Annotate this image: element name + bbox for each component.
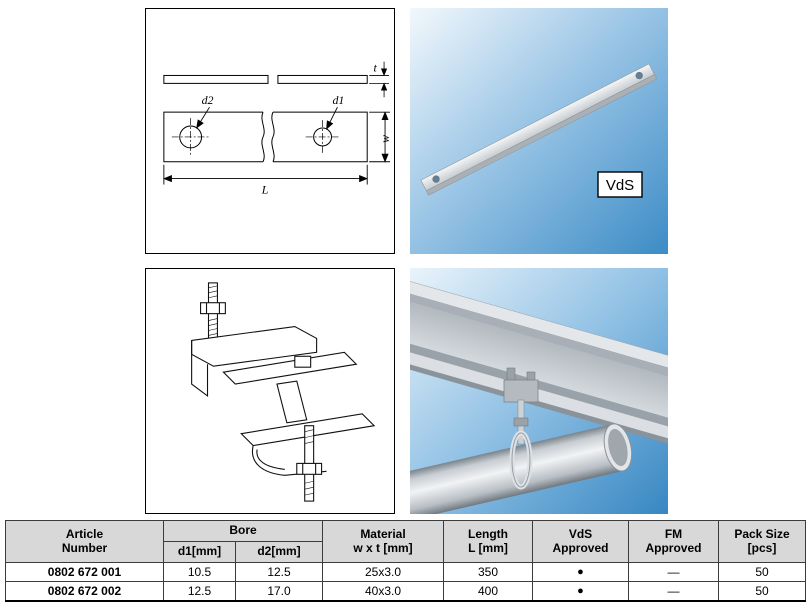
header-length-line2: L [mm] [468,540,508,555]
upper-nut [200,302,226,315]
cell-vds-approved: ● [532,581,629,601]
flat-bar-drawing: d2 d1 t w L [162,60,392,196]
header-vds-line2: Approved [552,540,609,555]
header-material: Material w x t [mm] [322,520,444,563]
header-pack-size: Pack Size [pcs] [718,520,806,563]
label-d2: d2 [202,93,214,107]
t-dimension [369,61,390,98]
clamp-claw [191,340,209,398]
vds-badge: VdS [597,171,643,198]
header-bore: Bore [163,520,323,542]
lower-nut [296,462,323,475]
table-row: 0802 672 002 12.5 17.0 40x3.0 400 ● — 50 [5,581,806,601]
header-fm-line2: Approved [645,540,702,555]
header-vds-approved: VdS Approved [532,520,629,563]
header-material-line1: Material [360,526,406,541]
header-pack-line1: Pack Size [734,526,790,541]
pipe-bore [608,428,628,467]
pipe-hanger-strap [509,430,533,490]
cell-article-number: 0802 672 001 [5,562,164,582]
label-t: t [373,60,377,74]
strap-photo-panel: VdS [410,8,668,254]
dimension-labels: d2 d1 t w L [202,60,392,196]
label-d1: d1 [332,93,344,107]
side-view [163,74,368,84]
beam-clamp [503,367,539,445]
vds-badge-text: VdS [606,177,634,194]
installation-photo [410,268,668,514]
clamp-assembly [191,282,376,502]
cell-material: 40x3.0 [322,581,444,601]
hook-strap-outer [251,445,327,476]
header-length: Length L [mm] [443,520,533,563]
cell-d2: 17.0 [235,581,323,601]
cell-pack-size: 50 [718,581,806,601]
beam-web [276,380,308,424]
table-row: 0802 672 001 10.5 12.5 25x3.0 350 ● — 50 [5,562,806,582]
beam-clamp-drawing-panel [145,268,395,514]
header-vds-line1: VdS [568,526,593,541]
installation-photo-panel [410,268,668,514]
metal-strap [420,63,658,196]
header-fm-line1: FM [664,526,683,541]
label-w: w [378,135,392,143]
header-fm-approved: FM Approved [628,520,719,563]
product-table: Article Number Bore Material w x t [mm] … [5,520,806,602]
header-pack-line2: [pcs] [747,540,777,555]
flat-bar-drawing-panel: d2 d1 t w L [145,8,395,254]
cell-d1: 10.5 [163,562,236,582]
beam-clamp-drawing [191,282,376,502]
cell-fm-approved: — [628,581,719,601]
cell-d1: 12.5 [163,581,236,601]
header-d2: d2[mm] [235,541,323,563]
header-d1: d1[mm] [163,541,236,563]
header-article-line2: Number [61,540,108,555]
cell-vds-approved: ● [532,562,629,582]
strap-hole-right [635,71,643,80]
header-article-number: Article Number [5,520,164,563]
cell-article-number: 0802 672 002 [5,581,164,601]
header-material-line2: w x t [mm] [353,540,413,555]
header-length-line1: Length [468,526,508,541]
rod-nut [513,417,529,427]
product-table-section: Article Number Bore Material w x t [mm] … [5,520,806,602]
header-article-line1: Article [65,526,104,541]
cell-d2: 12.5 [235,562,323,582]
strap-hole-left [432,175,440,183]
dimensions [162,106,391,185]
cell-length: 400 [443,581,533,601]
cell-length: 350 [443,562,533,582]
label-L: L [261,182,269,196]
centerlines [171,118,340,156]
pipe [410,423,633,514]
side-bolt [294,355,312,368]
hook-strap-inner [256,449,285,470]
strap-photo: VdS [410,8,668,254]
cell-pack-size: 50 [718,562,806,582]
cell-material: 25x3.0 [322,562,444,582]
cell-fm-approved: — [628,562,719,582]
